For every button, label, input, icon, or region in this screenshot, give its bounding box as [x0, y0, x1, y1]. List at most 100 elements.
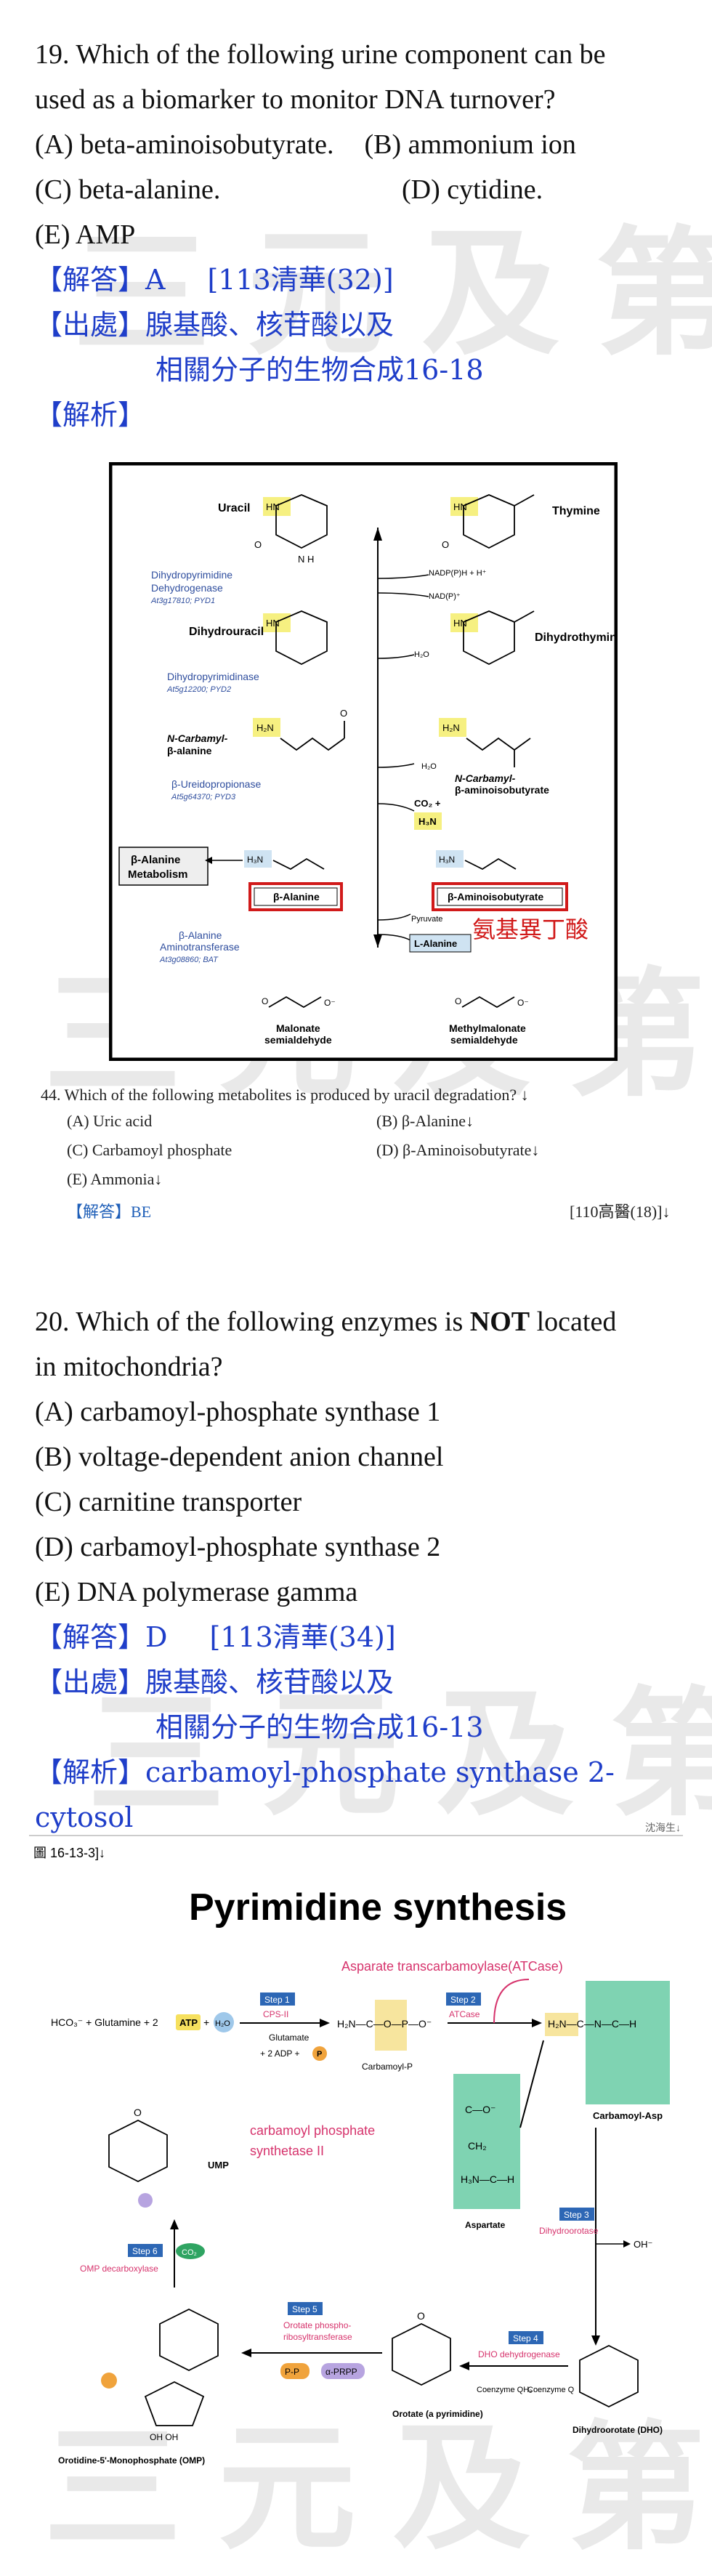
phosphate-badge	[312, 2046, 327, 2061]
enzyme4-line1: β-Alanine	[179, 929, 222, 941]
carbamoyl-asp-label: Carbamoyl-Asp	[593, 2110, 663, 2121]
svg-text:H₃N: H₃N	[247, 855, 263, 865]
q20-answer-label: 【解答】D	[35, 1621, 168, 1653]
q19-options-cd: (C) beta-alanine.(D) cytidine.	[35, 167, 674, 212]
svg-text:O⁻: O⁻	[324, 998, 336, 1008]
step3-label: Step 3	[564, 2210, 589, 2220]
pyrimidine-degradation-figure: HN O N H Uracil HN O Thymine Dihydropyri…	[109, 462, 618, 1061]
svg-text:O: O	[417, 2310, 425, 2322]
uracil-label: Uracil	[218, 502, 250, 514]
enzyme2-gene: At5g12200; PYD2	[166, 685, 231, 694]
q44-opt-e: (E) Ammonia↓	[67, 1170, 163, 1188]
q20-opt-a: (A) carbamoyl-phosphate synthase 1	[35, 1397, 441, 1427]
step2-badge	[446, 1992, 481, 2006]
svg-text:O: O	[254, 539, 262, 550]
svg-text:C—O⁻: C—O⁻	[465, 2104, 495, 2115]
pyruvate-label: Pyruvate	[411, 915, 442, 924]
q20-analysis-label: 【解析】	[35, 1756, 146, 1788]
enzyme3-gene: At5g64370; PYD3	[171, 793, 236, 802]
ppi-label: P-P	[285, 2367, 299, 2377]
nh3-highlight	[414, 812, 442, 830]
n-carbamyl-line2: β-alanine	[167, 745, 212, 756]
atp-badge	[176, 2014, 201, 2030]
carbamoyl-asp-highlight	[586, 1981, 670, 2104]
svg-text:O: O	[442, 539, 449, 550]
omp-oh: OH OH	[150, 2432, 178, 2442]
reactants-label: HCO₃⁻ + Glutamine + 2	[51, 2016, 158, 2028]
n-carbamyl-aminoisobutyrate-structure: H₂N	[439, 718, 531, 767]
q20-line2: in mitochondria?	[35, 1352, 223, 1382]
methylmalonate-line1: Methylmalonate	[449, 1022, 526, 1034]
step6-label: Step 6	[132, 2246, 158, 2256]
omp-label: Orotidine-5'-Monophosphate (OMP)	[58, 2455, 205, 2466]
co2-badge	[176, 2243, 205, 2259]
ppi-badge	[280, 2363, 310, 2379]
dho-label: Dihydroorotate (DHO)	[573, 2425, 663, 2435]
step3-badge	[559, 2208, 594, 2221]
q19-analysis-label: 【解析】	[35, 399, 146, 431]
q19-opt-b: (B) ammonium ion	[364, 129, 576, 160]
metabolism-line1: β-Alanine	[131, 854, 180, 866]
q19-chapter-line2: 相關分子的生物合成16-18	[155, 354, 484, 386]
prpp-badge	[321, 2363, 365, 2379]
question-20: 20. Which of the following enzymes is NO…	[35, 1299, 674, 1840]
q20-line1-bold: NOT	[469, 1307, 530, 1337]
watermark-top: 三元及第	[73, 214, 712, 374]
prpp-label: α-PRPP	[325, 2367, 357, 2377]
beta-alanine-metabolism-box	[118, 847, 209, 886]
co2-label: CO₂	[182, 2248, 197, 2257]
nadp-label: NAD(P)⁺	[429, 592, 461, 601]
step4-badge	[509, 2331, 543, 2344]
metabolism-line2: Metabolism	[128, 868, 188, 881]
oh-label: OH⁻	[634, 2239, 652, 2250]
enzyme2-line1: Dihydropyrimidinase	[167, 671, 259, 682]
svg-text:O⁻: O⁻	[517, 998, 529, 1008]
q20-line1-post: located	[536, 1307, 617, 1337]
svg-text:H₂N—C—O—P—O⁻: H₂N—C—O—P—O⁻	[337, 2018, 432, 2030]
step1-badge	[260, 1992, 295, 2006]
thymine-label: Thymine	[552, 505, 600, 517]
l-alanine-box	[409, 934, 472, 953]
dihydrouracil-label: Dihydrouracil	[189, 626, 264, 638]
beta-alanine-label: β-Alanine	[273, 891, 320, 903]
fig2-title: Pyrimidine synthesis	[189, 1886, 567, 1929]
q19-opt-e: (E) AMP	[35, 219, 136, 250]
q19-line2: used as a biomarker to monitor DNA turno…	[35, 84, 556, 115]
svg-text:O: O	[340, 708, 347, 719]
q20-analysis: 【解析】carbamoyl-phosphate synthase 2-cytos…	[35, 1750, 674, 1840]
step6-badge	[128, 2244, 163, 2257]
chinese-annotation: 氨基異丁酸	[472, 916, 588, 942]
old-question-44: 44. Which of the following metabolites i…	[41, 1086, 680, 1228]
ump-structure: O	[108, 2107, 168, 2208]
q19-options-ab: (A) beta-aminoisobutyrate. (B) ammonium i…	[35, 122, 674, 167]
dihydrothymine-structure: HN	[450, 610, 535, 666]
co2-label: CO₂ +	[414, 798, 441, 809]
q19-answer-source: [113清華(32)]	[207, 264, 394, 296]
enzyme4-line2: Aminotransferase	[160, 941, 240, 953]
enzyme3-line1: β-Ureidopropionase	[171, 778, 261, 790]
q20-opt-e: (E) DNA polymerase gamma	[35, 1577, 358, 1607]
l-alanine-label: L-Alanine	[414, 938, 457, 949]
q20-answer: 【解答】D [113清華(34)]	[35, 1615, 674, 1660]
orotate-label: Orotate (a pyrimidine)	[392, 2409, 483, 2419]
nadph-label: NADP(P)H + H⁺	[429, 569, 487, 578]
q44-answer: 【解答】BE	[67, 1203, 152, 1221]
svg-text:O: O	[134, 2107, 142, 2118]
q20-line1-pre: 20. Which of the following enzymes is	[35, 1307, 464, 1337]
q19-opt-a: (A) beta-aminoisobutyrate.	[35, 129, 334, 160]
glutamate-label: Glutamate	[269, 2032, 310, 2043]
q44-opt-d: (D) β-Aminoisobutyrate↓	[376, 1141, 540, 1159]
carbamoyl-highlight	[375, 2000, 407, 2051]
h2o-label-2: H₂O	[421, 762, 437, 771]
malonate-line2: semialdehyde	[264, 1034, 332, 1046]
q20-answer-source: [113清華(34)]	[209, 1621, 396, 1653]
malonate-line1: Malonate	[276, 1022, 320, 1034]
cpsii-label: CPS-II	[263, 2009, 288, 2019]
step2-label: Step 2	[450, 1995, 476, 2005]
n-carbamyl-beta-alanine-structure: H₂N O	[253, 708, 347, 751]
cps2-line2: synthetase II	[250, 2144, 324, 2158]
q20-analysis-text: carbamoyl-phosphate synthase 2-cytosol	[35, 1756, 615, 1833]
enzyme4-gene: At3g08860; BAT	[159, 956, 219, 964]
svg-text:CH₂: CH₂	[468, 2140, 487, 2152]
fig2-header-right: 沈海生↓	[645, 1822, 681, 1833]
